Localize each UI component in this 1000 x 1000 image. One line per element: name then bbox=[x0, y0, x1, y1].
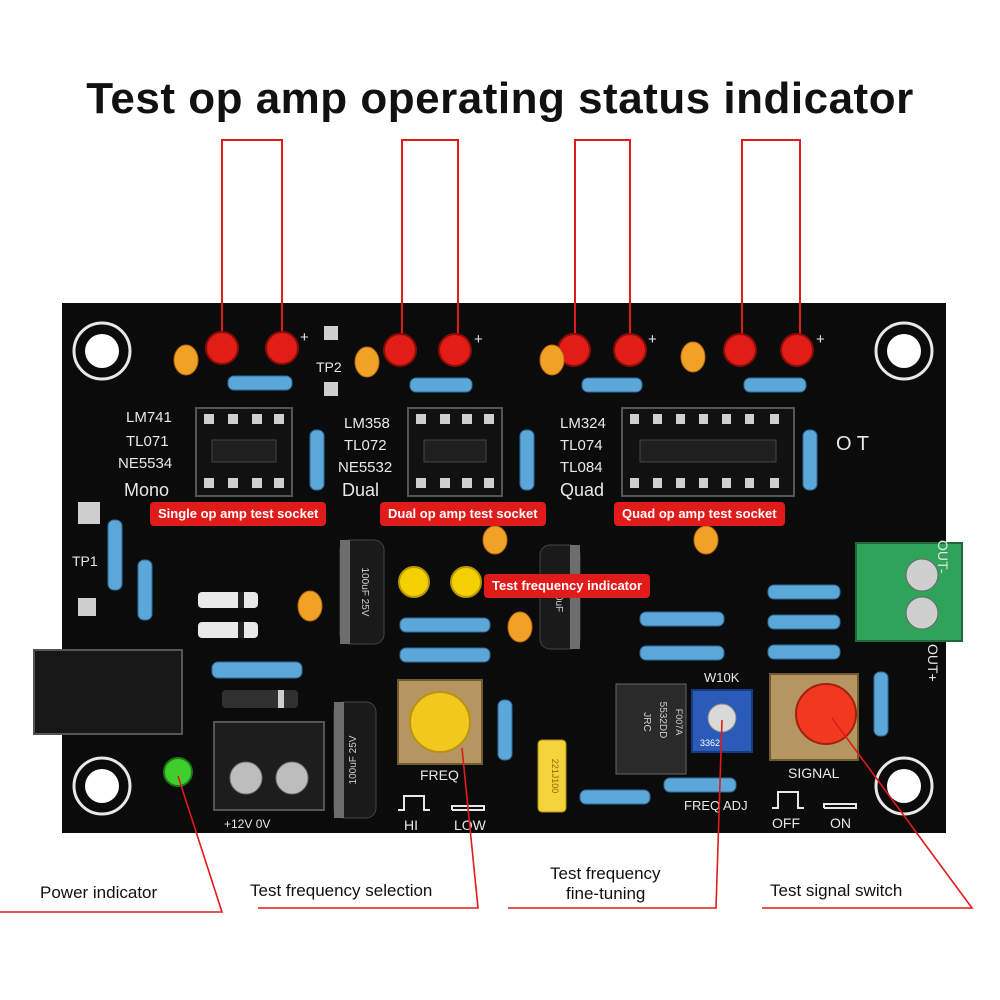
frequency-indicator-tag: Test frequency indicator bbox=[484, 574, 651, 598]
plus-mark-1: + bbox=[300, 329, 309, 346]
quad-part-2: TL074 bbox=[560, 437, 603, 454]
out-plus-label: OUT+ bbox=[925, 644, 941, 682]
hi-label: HI bbox=[404, 817, 418, 833]
callout-lines bbox=[0, 717, 974, 913]
mono-label: Mono bbox=[124, 480, 169, 500]
dual-part-1: LM358 bbox=[344, 415, 390, 432]
status-leds bbox=[205, 331, 814, 367]
dual-part-3: NE5532 bbox=[338, 459, 392, 476]
switch-glyphs bbox=[398, 791, 857, 811]
film-capacitor bbox=[537, 739, 567, 813]
test-points bbox=[78, 326, 338, 616]
status-indicator-pointers bbox=[221, 139, 801, 345]
freq-button bbox=[397, 679, 483, 765]
signal-button bbox=[769, 673, 859, 761]
dual-socket-tag: Dual op amp test socket bbox=[380, 502, 546, 526]
output-terminal-block bbox=[855, 542, 963, 642]
ic-marking-3: F007A bbox=[674, 709, 684, 736]
frequency-indicator-leds bbox=[398, 566, 482, 598]
ic-marking-2: JRC bbox=[641, 712, 652, 731]
quad-part-1: LM324 bbox=[560, 415, 606, 432]
ic-5532 bbox=[615, 683, 687, 775]
ceramic-capacitors bbox=[173, 341, 719, 643]
on-label: ON bbox=[830, 815, 851, 831]
tp2-label: TP2 bbox=[316, 359, 342, 375]
freq-adj-label: FREQ ADJ bbox=[684, 798, 748, 813]
freq-label: FREQ bbox=[420, 767, 459, 783]
plus-mark-2: + bbox=[474, 331, 483, 348]
mono-part-2: TL071 bbox=[126, 433, 169, 450]
power-led bbox=[163, 757, 193, 787]
plus-mark-4: + bbox=[816, 331, 825, 348]
cap-3-marking: 100uF 25V bbox=[348, 735, 359, 784]
mono-part-1: LM741 bbox=[126, 409, 172, 426]
quad-label: Quad bbox=[560, 480, 604, 500]
freq-selection-callout: Test frequency selection bbox=[250, 881, 433, 900]
resistors bbox=[107, 375, 889, 805]
out-minus-label: OUT- bbox=[935, 540, 951, 574]
fine-tune-callout-line2: fine-tuning bbox=[566, 884, 646, 903]
tp1-label: TP1 bbox=[72, 553, 98, 569]
signal-label: SIGNAL bbox=[788, 765, 840, 781]
quad-socket-tag: Quad op amp test socket bbox=[614, 502, 785, 526]
off-label: OFF bbox=[772, 815, 800, 831]
power-indicator-callout: Power indicator bbox=[40, 883, 158, 902]
ic-marking-1: 5532DD bbox=[657, 702, 668, 739]
fine-tune-callout-line1: Test frequency bbox=[550, 864, 661, 883]
socket-pins bbox=[204, 414, 779, 488]
dual-label: Dual bbox=[342, 480, 379, 500]
page-title: Test op amp operating status indicator bbox=[86, 74, 914, 123]
pot-marking: 3362 bbox=[700, 738, 720, 748]
supply-label: +12V 0V bbox=[224, 817, 270, 831]
power-terminal-block bbox=[213, 721, 325, 811]
film-cap-marking: 221J100 bbox=[550, 759, 560, 794]
mono-part-3: NE5534 bbox=[118, 455, 172, 472]
dual-part-2: TL072 bbox=[344, 437, 387, 454]
dc-power-jack bbox=[33, 649, 183, 735]
signal-switch-callout: Test signal switch bbox=[770, 881, 903, 900]
plus-mark-3: + bbox=[648, 331, 657, 348]
quad-part-3: TL084 bbox=[560, 459, 603, 476]
w10k-label: W10K bbox=[704, 670, 740, 685]
cap-2-marking: 100uF bbox=[553, 584, 564, 612]
diodes bbox=[198, 592, 298, 708]
ot-label: O T bbox=[836, 433, 869, 455]
cap-1-marking: 100uF 25V bbox=[359, 568, 370, 617]
single-socket-tag: Single op amp test socket bbox=[150, 502, 327, 526]
mounting-holes bbox=[72, 321, 934, 816]
